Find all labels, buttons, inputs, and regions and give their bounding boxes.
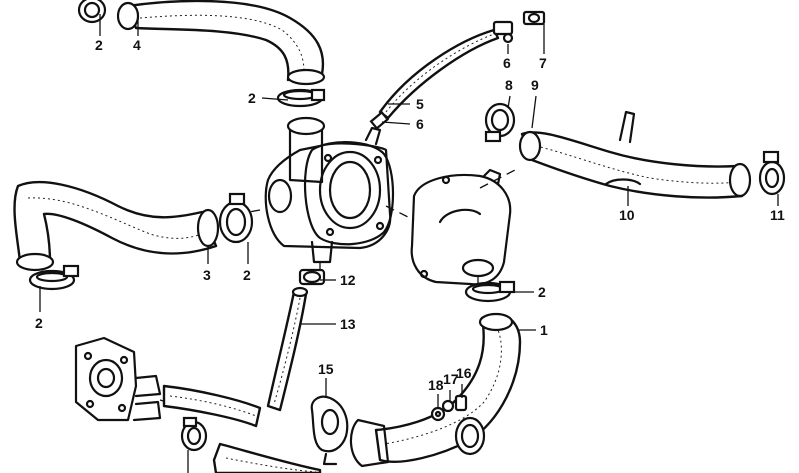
clamp-right-8 (484, 102, 516, 143)
callout-17: 17 (443, 371, 459, 387)
bracket-15 (310, 395, 349, 466)
pump-flange (74, 336, 162, 422)
callout-13: 13 (340, 316, 356, 332)
callout-16: 16 (456, 365, 472, 381)
clamp-left-bottom (28, 264, 80, 291)
callout-1: 1 (540, 322, 548, 338)
clamp-lower-right (464, 280, 516, 303)
hose-upper-end (286, 68, 326, 86)
hose-bottom-left (162, 384, 322, 473)
clamp-right-11 (758, 150, 786, 196)
leader-lines (39, 12, 779, 473)
clamp-left-middle (218, 192, 254, 244)
fitting-12 (298, 268, 326, 286)
callout-6-top-right: 6 (503, 55, 511, 71)
thin-hose-13 (266, 286, 309, 412)
nut-18 (430, 406, 446, 422)
callout-2-left-middle: 2 (243, 267, 251, 283)
callout-9: 9 (531, 77, 539, 93)
callout-18: 18 (428, 377, 444, 393)
bolt-16 (454, 394, 468, 412)
hose-right (518, 110, 752, 199)
callout-6-center: 6 (416, 116, 424, 132)
clamp-top-left (77, 0, 107, 24)
callout-2-top-left: 2 (95, 37, 103, 53)
thermostat-housing (264, 116, 395, 264)
callout-7: 7 (539, 55, 547, 71)
clamp-bottom-left (180, 416, 208, 452)
callout-15: 15 (318, 361, 334, 377)
hose-upper (116, 0, 326, 86)
hose-upper-left-end (116, 1, 140, 31)
callout-4: 4 (133, 37, 141, 53)
callout-10: 10 (619, 207, 635, 223)
clamp-upper-hose (276, 88, 326, 108)
washer-17 (441, 399, 455, 413)
fitting-top-right (492, 10, 546, 44)
callout-11: 11 (770, 207, 785, 223)
hose-left (13, 180, 220, 272)
thermostat-cover (410, 168, 512, 286)
clamp-hose-1-lower (454, 416, 486, 456)
callout-2-bottom-left: 2 (35, 315, 43, 331)
hose-lower-1 (349, 312, 522, 468)
assembly-line-cover (385, 205, 415, 221)
callout-2-upper: 2 (248, 90, 256, 106)
callout-5: 5 (416, 96, 424, 112)
callout-8: 8 (505, 77, 513, 93)
thin-hose (369, 28, 500, 130)
callout-2-lower-right: 2 (538, 284, 546, 300)
callout-3: 3 (203, 267, 211, 283)
assembly-line-cover-right (479, 169, 516, 189)
callout-12: 12 (340, 272, 356, 288)
